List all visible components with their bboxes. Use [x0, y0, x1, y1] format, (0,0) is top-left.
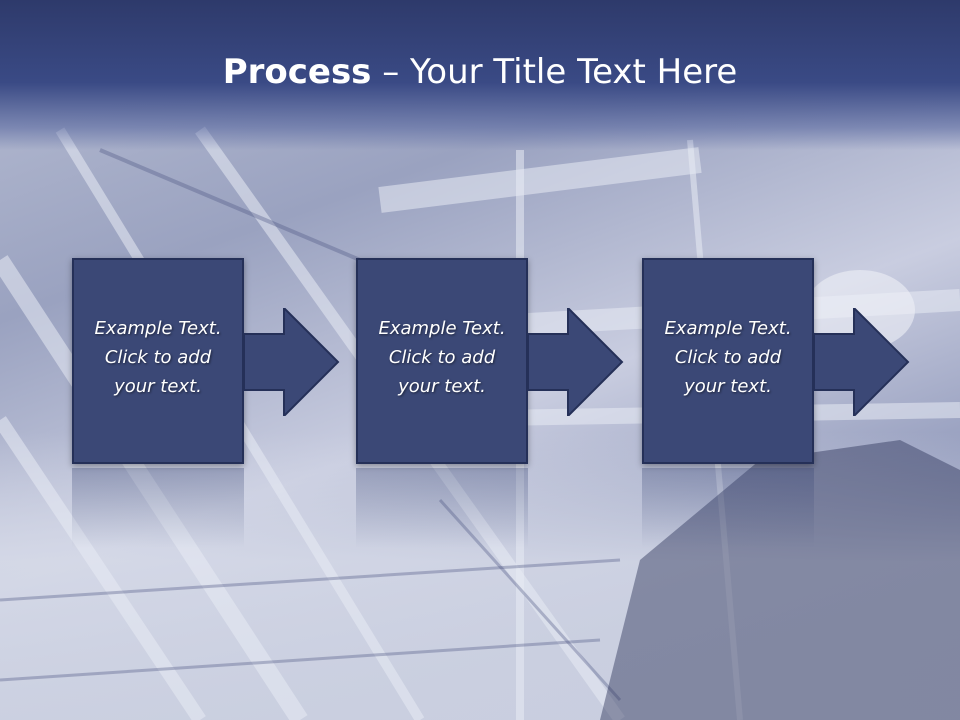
- step-line: Example Text.: [664, 318, 792, 339]
- step-line: Example Text.: [94, 318, 222, 339]
- right-arrow-icon: [528, 308, 624, 416]
- step-reflection: [72, 468, 244, 548]
- step-line: your text.: [114, 376, 202, 397]
- title-bold: Process: [222, 52, 372, 92]
- process-step-2[interactable]: Example Text. Click to add your text.: [356, 258, 528, 464]
- header-bar: [0, 0, 960, 150]
- step-text[interactable]: Example Text. Click to add your text.: [644, 314, 812, 401]
- step-line: your text.: [398, 376, 486, 397]
- right-arrow-icon: [244, 308, 340, 416]
- slide-title[interactable]: Process – Your Title Text Here: [0, 52, 960, 92]
- step-line: your text.: [684, 376, 772, 397]
- step-reflection: [642, 468, 814, 548]
- step-text[interactable]: Example Text. Click to add your text.: [74, 314, 242, 401]
- step-reflection: [356, 468, 528, 548]
- step-line: Example Text.: [378, 318, 506, 339]
- step-line: Click to add: [674, 347, 782, 368]
- right-arrow-icon: [814, 308, 910, 416]
- step-line: Click to add: [104, 347, 212, 368]
- step-line: Click to add: [388, 347, 496, 368]
- title-rest: – Your Title Text Here: [371, 52, 738, 92]
- step-text[interactable]: Example Text. Click to add your text.: [358, 314, 526, 401]
- process-step-3[interactable]: Example Text. Click to add your text.: [642, 258, 814, 464]
- process-step-1[interactable]: Example Text. Click to add your text.: [72, 258, 244, 464]
